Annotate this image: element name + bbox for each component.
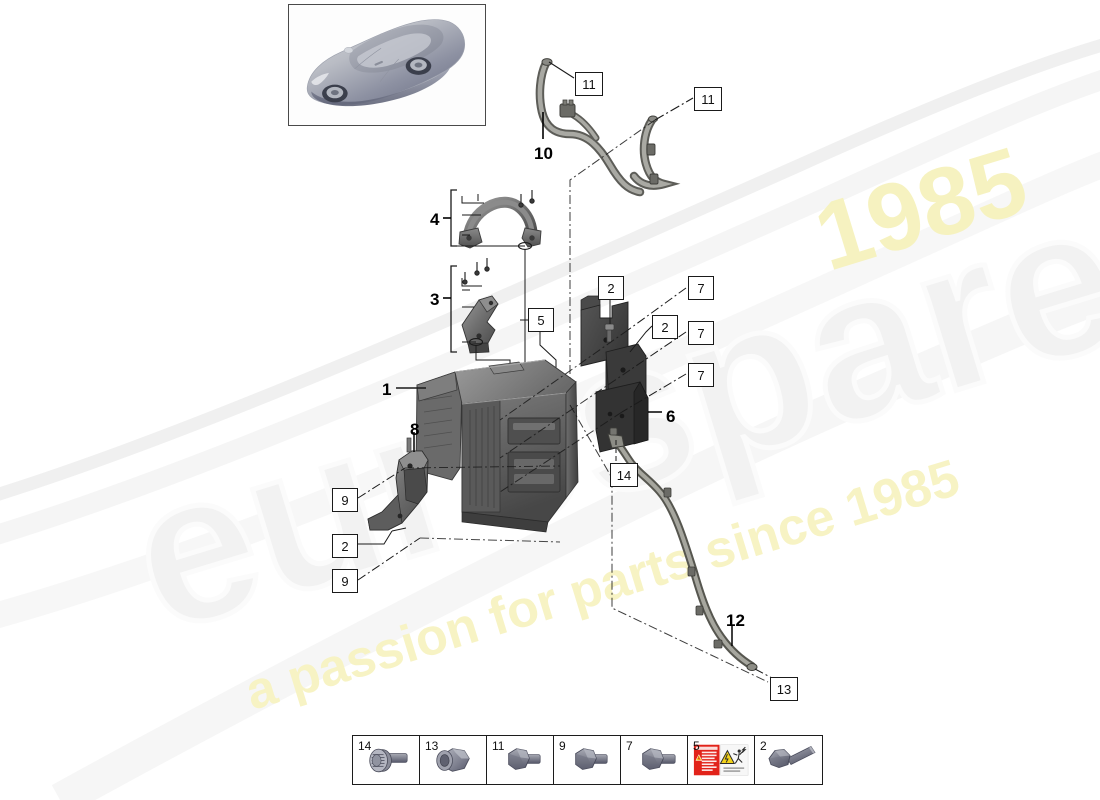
hex-bolt-icon (642, 748, 676, 770)
flange-nut-icon (436, 748, 470, 772)
upper-hose-assembly-10 (535, 58, 645, 197)
bracket-assembly-4 (458, 190, 542, 249)
part-number-6: 6 (666, 407, 676, 426)
legend-cell-2[interactable]: 2 (755, 736, 822, 784)
part-number-4: 4 (430, 210, 440, 229)
callout-2-right-upper[interactable]: 2 (598, 276, 624, 300)
warning-label-icon (693, 744, 749, 776)
legend-cell-9[interactable]: 9 (554, 736, 621, 784)
parts-legend-strip: 14 13 (352, 735, 823, 785)
callout-label: 14 (616, 467, 632, 483)
flange-bolt-serrated-icon (369, 748, 408, 773)
part-number-10: 10 (534, 144, 553, 163)
callout-label: 9 (341, 573, 349, 589)
callout-label: 7 (697, 325, 705, 341)
vehicle-illustration (306, 19, 466, 107)
callout-label: 13 (776, 681, 792, 697)
legend-cell-11[interactable]: 11 (487, 736, 554, 784)
main-power-unit-1 (415, 359, 579, 533)
legend-number: 5 (693, 739, 700, 753)
legend-cell-14[interactable]: 14 (353, 736, 420, 784)
legend-number: 7 (626, 739, 633, 753)
vehicle-thumbnail-frame (288, 4, 486, 126)
legend-number: 14 (358, 739, 372, 753)
legend-cell-13[interactable]: 13 (420, 736, 487, 784)
part-number-1: 1 (382, 380, 392, 399)
legend-cell-5[interactable]: 5 (688, 736, 755, 784)
callout-9-lower[interactable]: 9 (332, 569, 358, 593)
callout-7-lower[interactable]: 7 (688, 363, 714, 387)
upper-hose-assembly-11b (629, 115, 681, 190)
bracket-assembly-3 (461, 258, 499, 354)
legend-number: 2 (760, 739, 767, 753)
part-number-8: 8 (410, 420, 420, 439)
part-number-3: 3 (430, 290, 440, 309)
callout-9-upper[interactable]: 9 (332, 488, 358, 512)
part-number-12: 12 (726, 611, 745, 630)
callout-5-warning-label[interactable]: 5 (528, 308, 554, 332)
callout-14[interactable]: 14 (610, 463, 638, 487)
callout-label: 11 (701, 91, 715, 107)
callout-13[interactable]: 13 (770, 677, 798, 701)
callout-2-left[interactable]: 2 (332, 534, 358, 558)
callout-11-upper-right[interactable]: 11 (694, 87, 722, 111)
callout-label: 5 (537, 312, 545, 328)
callout-label: 7 (697, 280, 705, 296)
hex-bolt-icon (575, 748, 608, 770)
callout-11-upper-left[interactable]: 11 (575, 72, 603, 96)
legend-cell-7[interactable]: 7 (621, 736, 688, 784)
callout-7-mid[interactable]: 7 (688, 321, 714, 345)
bracket-assembly-8 (367, 437, 429, 531)
callout-2-right-mid[interactable]: 2 (652, 315, 678, 339)
callout-label: 9 (341, 492, 349, 508)
callout-7-upper[interactable]: 7 (688, 276, 714, 300)
callout-label: 2 (341, 538, 349, 554)
legend-number: 13 (425, 739, 439, 753)
legend-number: 11 (492, 739, 505, 753)
long-hex-bolt-icon (768, 746, 816, 768)
callout-label: 2 (661, 319, 669, 335)
hex-bolt-icon (508, 748, 541, 770)
callout-label: 11 (582, 76, 596, 92)
callout-label: 7 (697, 367, 705, 383)
legend-number: 9 (559, 739, 566, 753)
callout-label: 2 (607, 280, 615, 296)
